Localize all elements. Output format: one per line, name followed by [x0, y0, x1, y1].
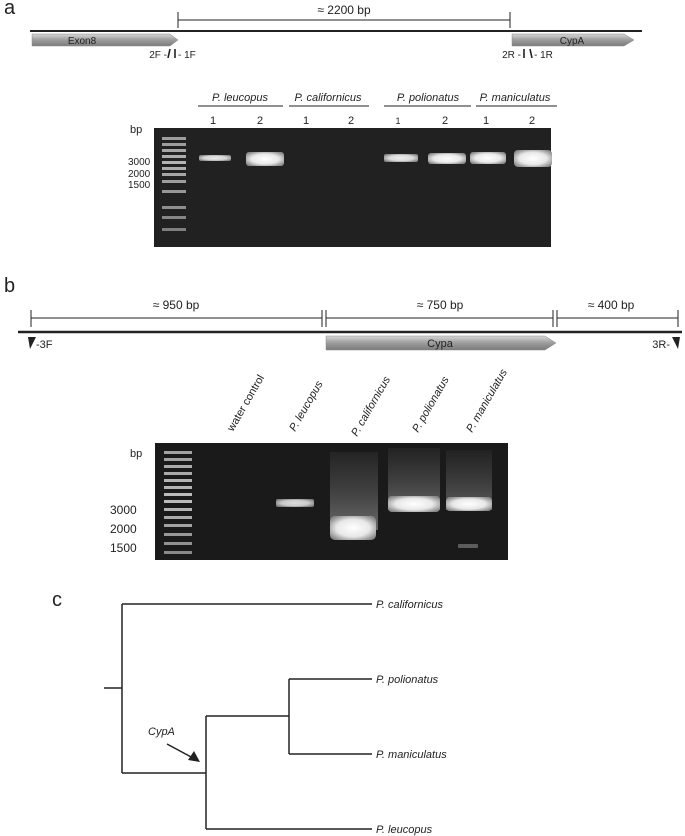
primer-label-3f: -3F — [36, 339, 53, 351]
span-label-950: ≈ 950 bp — [153, 298, 200, 312]
gene-label-cypa-a: CypA — [560, 36, 585, 47]
gene-arrow-cypa-a — [511, 33, 635, 47]
primer-3f-icon — [28, 337, 36, 349]
panel-a-label: a — [4, 0, 16, 19]
ladder-tick-1500-a: 1500 — [128, 180, 151, 191]
primer-label-2f: 2F - — [149, 50, 167, 61]
lane-label-californicus-b: P. californicus — [349, 374, 393, 439]
panel-c-label: c — [52, 589, 62, 611]
primer-marks-right — [523, 48, 533, 59]
taxon-label-polionatus: P. polionatus — [376, 674, 439, 686]
gene-arrow-cypa-b — [325, 335, 557, 351]
taxon-label-maniculatus: P. maniculatus — [376, 749, 447, 761]
span-label-750: ≈ 750 bp — [417, 298, 464, 312]
lane-number: 1 — [483, 115, 489, 127]
lane-number: 2 — [348, 115, 354, 127]
ladder-tick-3000-b: 3000 — [110, 503, 137, 517]
phylogenetic-tree — [104, 603, 372, 830]
primer-label-2r: 2R - — [502, 50, 521, 61]
species-header-maniculatus-a: P. maniculatus — [480, 92, 551, 104]
gene-label-exon8: Exon8 — [68, 36, 97, 47]
gel-image-a — [154, 128, 552, 247]
lane-label-polionatus-b: P. polionatus — [410, 374, 452, 434]
lane-number: 2 — [529, 115, 535, 127]
ladder-tick-3000-a: 3000 — [128, 157, 151, 168]
lane-number: 2 — [442, 115, 448, 127]
taxon-label-leucopus: P. leucopus — [376, 824, 433, 836]
span-brackets-b — [30, 310, 679, 327]
lane-label-leucopus-b: P. leucopus — [287, 379, 326, 434]
span-bracket-a — [177, 12, 511, 28]
primer-marks-left — [167, 48, 176, 59]
lane-label-maniculatus-b: P. maniculatus — [464, 367, 510, 435]
species-header-leucopus-a: P. leucopus — [212, 92, 269, 104]
span-label-400: ≈ 400 bp — [588, 298, 635, 312]
span-label-a: ≈ 2200 bp — [317, 3, 371, 17]
primer-label-1r: - 1R — [534, 50, 553, 61]
lane-number: 1 — [210, 115, 216, 127]
lane-number: 1 — [395, 116, 400, 126]
species-header-californicus-a: P. californicus — [294, 92, 362, 104]
lane-number: 1 — [303, 115, 309, 127]
primer-label-3r: 3R- — [652, 339, 670, 351]
primer-label-1f: - 1F — [178, 50, 196, 61]
gene-label-cypa-b: Cypa — [427, 338, 454, 350]
ladder-tick-2000-b: 2000 — [110, 522, 137, 536]
panel-b-label: b — [4, 275, 15, 297]
lane-number: 2 — [257, 115, 263, 127]
event-arrow-icon — [166, 743, 200, 762]
event-label-cypa: CypA — [148, 726, 175, 738]
taxon-label-californicus: P. californicus — [376, 599, 444, 611]
gel-image-b — [155, 443, 508, 560]
species-header-polionatus-a: P. polionatus — [397, 92, 460, 104]
bp-label-b: bp — [130, 448, 142, 460]
bp-label-a: bp — [130, 124, 142, 136]
ladder-tick-1500-b: 1500 — [110, 541, 137, 555]
primer-3r-icon — [672, 337, 680, 349]
lane-label-water-control: water control — [225, 373, 267, 434]
gene-arrow-exon8 — [31, 33, 179, 47]
ladder-tick-2000-a: 2000 — [128, 169, 151, 180]
